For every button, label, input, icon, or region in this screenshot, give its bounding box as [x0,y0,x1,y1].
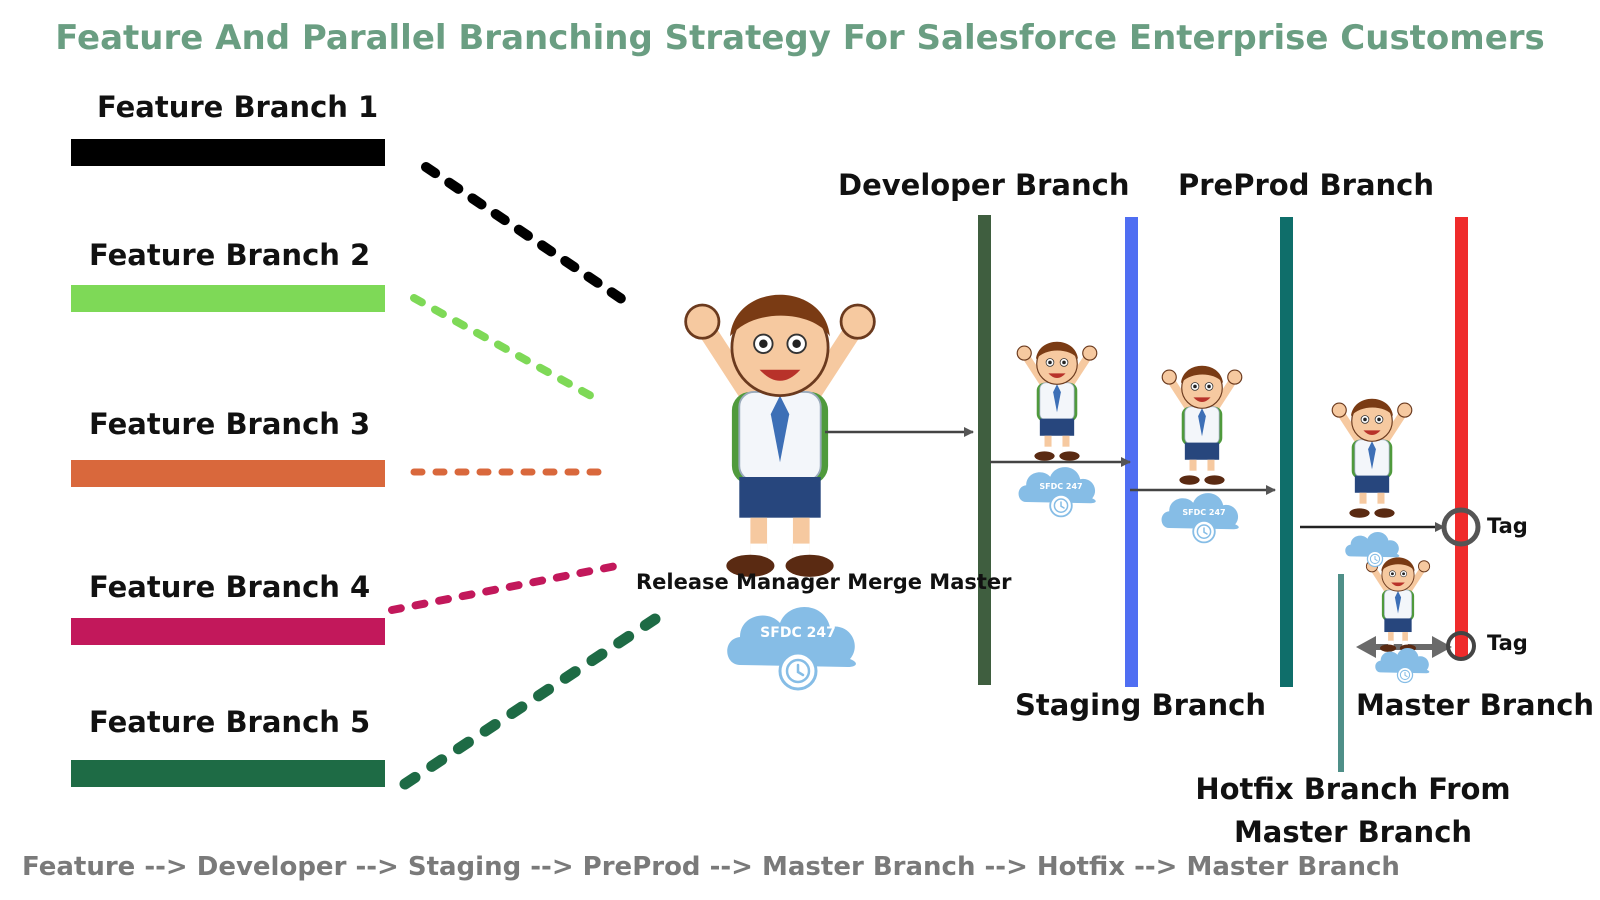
feature-branch-3-label: Feature Branch 3 [89,407,371,441]
tag-2-label: Tag [1487,631,1528,655]
feature-branch-2-bar [71,285,385,312]
staging-cloud-label: SFDC 247 [1182,508,1226,517]
tag-1-icon [1441,507,1481,547]
master-branch-label: Master Branch [1356,688,1595,722]
developer-cloud-icon [1017,466,1097,518]
feature-branch-5-bar [71,760,385,787]
hotfix-branch-label-line1: Hotfix Branch From [1195,772,1511,806]
staging-branch-label: Staging Branch [1015,688,1266,722]
developer-branch-line [978,215,991,685]
diagram-title: Feature And Parallel Branching Strategy … [55,18,1545,58]
feature-branch-1-label: Feature Branch 1 [97,90,379,124]
staging-branch-line [1125,217,1138,687]
feature-1-connector [421,162,637,311]
feature-branch-4-label: Feature Branch 4 [89,570,371,604]
feature-branch-3-bar [71,460,385,487]
tag-2-icon [1446,631,1476,661]
release-manager-cloud-label: SFDC 247 [760,625,836,641]
developer-figure [1017,342,1097,461]
staging-figure [1162,366,1242,485]
preprod-branch-label: PreProd Branch [1178,168,1435,202]
feature-5-connector [399,613,661,790]
tag-1-label: Tag [1487,514,1528,538]
hotfix-arrow-right-head [1432,636,1452,658]
developer-cloud-label: SFDC 247 [1039,482,1083,491]
release-manager-figure [686,295,875,577]
hotfix-branch-line [1338,574,1344,772]
release-manager-cloud-icon [725,605,858,691]
feature-branch-2-label: Feature Branch 2 [89,238,371,272]
feature-branch-5-label: Feature Branch 5 [89,705,371,739]
staging-cloud-icon [1160,492,1240,544]
feature-2-connector [410,294,606,406]
developer-branch-label: Developer Branch [838,168,1130,202]
master-branch-line [1455,217,1468,659]
hotfix-cloud-icon [1374,647,1430,684]
feature-branch-1-bar [71,139,385,166]
preprod-figure [1332,399,1412,518]
flow-summary: Feature --> Developer --> Staging --> Pr… [22,852,1400,882]
hotfix-arrow-left-head [1356,636,1376,658]
hotfix-branch-label-line2: Master Branch [1233,815,1473,849]
feature-4-connector [388,562,620,614]
preprod-branch-line [1280,217,1293,687]
release-manager-label: Release Manager Merge Master [636,570,1012,594]
feature-branch-4-bar [71,618,385,645]
